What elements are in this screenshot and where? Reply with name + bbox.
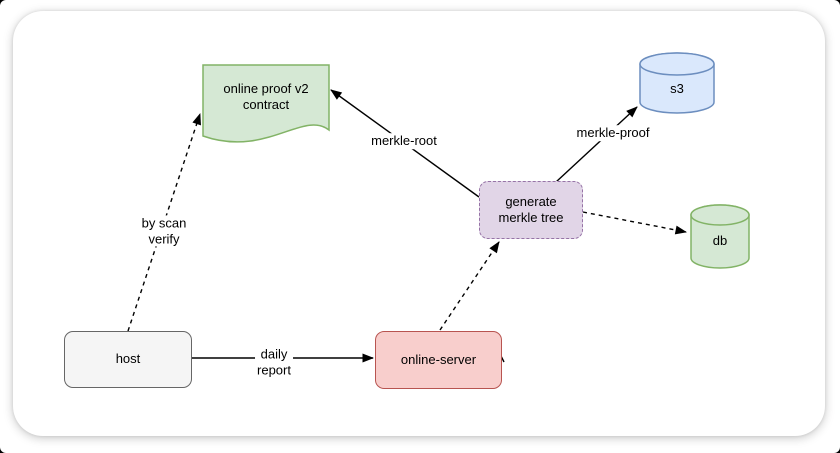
- edge-label-daily-report: daily report: [255, 346, 293, 378]
- edge-merkle-to-s3: [555, 106, 638, 183]
- edge-label-merkle-proof: merkle-proof: [574, 125, 652, 141]
- node-db-shape: [690, 204, 750, 269]
- edge-label-merkle-root: merkle-root: [369, 133, 439, 149]
- edge-label-by-scan-verify: by scan verify: [139, 215, 189, 247]
- edge-merkle-to-db: [582, 211, 687, 235]
- edge-online-server-to-merkle: [439, 241, 500, 331]
- node-s3-shape: [639, 52, 715, 114]
- node-generate-merkle-tree: generate merkle tree: [479, 181, 583, 239]
- node-online-server: online-server: [375, 331, 502, 389]
- node-host: host: [64, 331, 192, 388]
- node-contract-shape: [202, 64, 330, 143]
